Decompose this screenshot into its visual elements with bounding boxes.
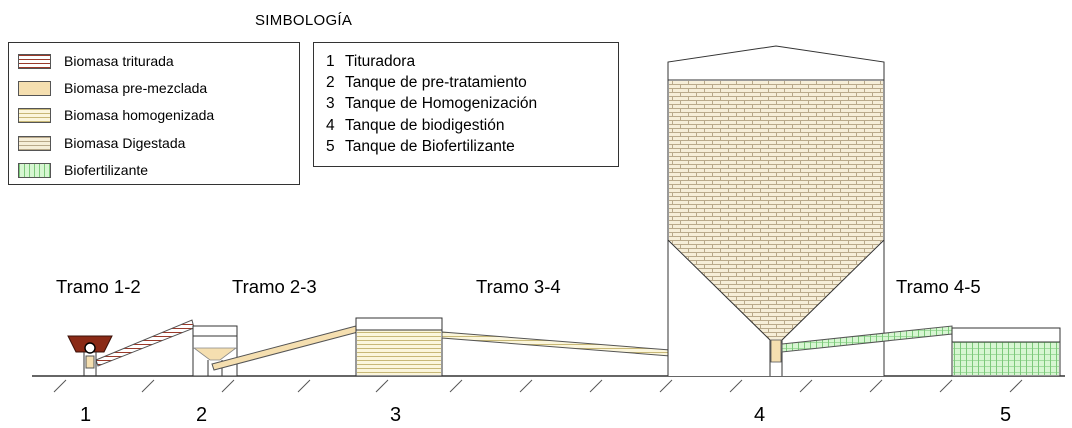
legend-title: SIMBOLOGÍA: [255, 12, 353, 29]
equipment-label: Tituradora: [345, 53, 416, 70]
swatch-biomasa-homogenizada: [18, 107, 51, 123]
swatch-biomasa-pre-mezclada: [18, 80, 51, 96]
label-tramo-1-2: Tramo 1-2: [56, 276, 141, 297]
equipment-item: 5 Tanque de Biofertilizante: [326, 138, 515, 156]
legend-item-biomasa-digestada: Biomasa Digestada: [18, 134, 185, 152]
equipment-number: 5: [326, 138, 335, 155]
materials-legend: Biomasa triturada Biomasa pre-mezclada B…: [8, 42, 300, 185]
equipment-number: 1: [326, 53, 335, 70]
tank-number-2: 2: [196, 404, 208, 426]
ground-hatching: [53, 379, 1023, 393]
label-tramo-3-4: Tramo 3-4: [476, 276, 561, 297]
legend-item-label: Biomasa triturada: [64, 53, 174, 69]
equipment-item: 4 Tanque de biodigestión: [326, 117, 504, 135]
equipment-number: 4: [326, 117, 335, 134]
swatch-biofertilizante: [18, 162, 51, 178]
legend-item-biofertilizante: Biofertilizante: [18, 161, 148, 179]
equipment-label: Tanque de Homogenización: [345, 95, 538, 112]
swatch-biomasa-triturada: [18, 53, 51, 69]
tank-number-5: 5: [1000, 404, 1012, 426]
pipe-tramo-1-2: [95, 319, 195, 367]
tank-number-3: 3: [390, 404, 402, 426]
equipment-item: 1 Tituradora: [326, 53, 415, 71]
legend-item-biomasa-homogenizada: Biomasa homogenizada: [18, 106, 214, 124]
legend-item-label: Biomasa pre-mezclada: [64, 80, 208, 96]
equipment-legend: 1 Tituradora 2 Tanque de pre-tratamiento 3…: [313, 42, 619, 167]
equipment-number: 3: [326, 95, 335, 112]
tank-3-homogenizacion: [355, 317, 443, 377]
equipment-label: Tanque de Biofertilizante: [345, 138, 515, 155]
tank-1-trituradora: [67, 335, 113, 376]
label-tramo-2-3: Tramo 2-3: [232, 276, 317, 297]
equipment-number: 2: [326, 74, 335, 91]
tank-number-1: 1: [80, 404, 92, 426]
legend-item-label: Biomasa homogenizada: [64, 107, 215, 123]
legend-item-biomasa-pre-mezclada: Biomasa pre-mezclada: [18, 79, 207, 97]
legend-item-biomasa-triturada: Biomasa triturada: [18, 52, 174, 70]
tank-4-biodigestion: [667, 45, 885, 376]
tank-2-pretratamiento: [192, 325, 238, 377]
equipment-item: 2 Tanque de pre-tratamiento: [326, 74, 527, 92]
equipment-label: Tanque de pre-tratamiento: [345, 74, 527, 91]
label-tramo-4-5: Tramo 4-5: [896, 276, 981, 297]
equipment-label: Tanque de biodigestión: [345, 117, 505, 134]
tank-5-biofertilizante: [951, 327, 1061, 377]
legend-item-label: Biomasa Digestada: [64, 135, 186, 151]
legend-item-label: Biofertilizante: [64, 162, 149, 178]
equipment-item: 3 Tanque de Homogenización: [326, 95, 537, 113]
swatch-biomasa-digestada: [18, 135, 51, 151]
tank-number-4: 4: [754, 404, 766, 426]
